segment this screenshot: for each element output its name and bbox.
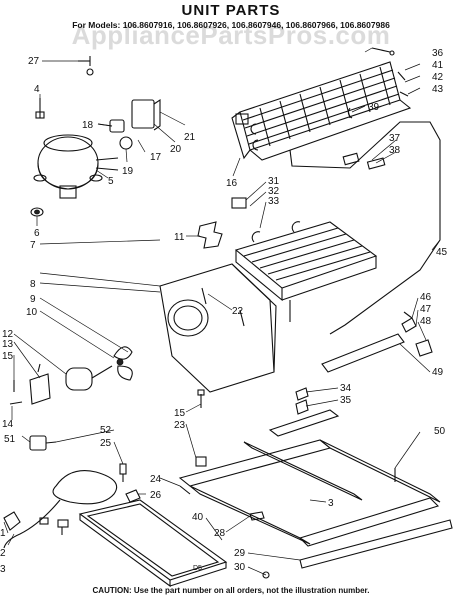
callout-31: 31 [268,176,280,187]
callout-labels: 27 4 18 17 19 20 21 5 6 16 36 41 42 43 3… [0,48,448,575]
callout-15: 15 [2,351,14,362]
callout-1: 1 [0,528,6,539]
fan-shroud[interactable] [159,263,277,393]
model-list: For Models: 106.8607916, 106.8607926, 10… [72,20,390,30]
callout-37: 37 [389,133,401,144]
callout-46: 46 [420,292,432,303]
caution-note: CAUTION: Use the part number on all orde… [92,586,370,595]
callout-20: 20 [170,144,182,155]
refrigerant-tubing[interactable] [289,107,441,335]
callout-12: 12 [2,329,14,340]
wire-clips[interactable] [119,463,141,503]
callout-17: 17 [150,152,162,163]
callout-2: 2 [0,548,6,559]
callout-27: 27 [28,56,40,67]
callout-33: 33 [268,196,280,207]
callout-21: 21 [184,132,196,143]
drawing-code: D5 [193,565,202,572]
evaporator-bracket[interactable] [197,221,223,249]
callout-36: 36 [432,48,444,59]
callout-23: 23 [174,420,186,431]
callout-10: 10 [26,307,38,318]
fan-screws[interactable] [9,380,205,408]
callout-3b: 3 [328,498,334,509]
callout-19: 19 [122,166,134,177]
screw-4[interactable] [35,98,45,119]
callout-13: 13 [2,339,14,350]
screw-27[interactable] [78,56,94,76]
leader-lines [3,47,441,576]
callout-7: 7 [30,240,36,251]
callout-50: 50 [434,426,446,437]
condenser-fan-motor[interactable] [29,346,133,405]
callout-51: 51 [4,434,16,445]
callout-42: 42 [432,72,444,83]
callout-8: 8 [30,279,36,290]
callout-45: 45 [436,247,448,258]
callout-22: 22 [232,306,244,317]
callout-29: 29 [234,548,246,559]
callout-15b: 15 [174,408,186,419]
callout-52: 52 [100,425,112,436]
evaporator-coil[interactable] [231,197,378,322]
callout-32: 32 [268,186,280,197]
grommet[interactable] [30,207,44,217]
condenser-coil[interactable] [231,61,412,161]
callout-24: 24 [150,474,162,485]
callout-35: 35 [340,395,352,406]
base-frame[interactable] [178,409,453,569]
callout-18: 18 [82,120,94,131]
callout-5: 5 [108,176,114,187]
callout-6: 6 [34,228,40,239]
frame-clips[interactable] [195,387,309,579]
callout-40: 40 [192,512,204,523]
callout-4: 4 [34,84,40,95]
relay-overload[interactable] [97,98,161,150]
callout-25: 25 [100,438,112,449]
callout-9: 9 [30,294,36,305]
callout-48: 48 [420,316,432,327]
callout-28: 28 [214,528,226,539]
callout-16: 16 [226,178,238,189]
callout-3: 3 [0,564,6,575]
power-cord[interactable] [3,435,118,549]
dryer-filter[interactable] [321,311,433,373]
callout-43: 43 [432,84,444,95]
callout-38: 38 [389,145,401,156]
callout-49: 49 [432,367,444,378]
drain-pan[interactable] [78,499,228,588]
callout-14: 14 [2,419,14,430]
callout-26: 26 [150,490,162,501]
callout-11: 11 [174,232,185,243]
callout-34: 34 [340,383,352,394]
page-title: UNIT PARTS [181,2,281,19]
callout-39: 39 [368,102,380,113]
condenser-screws[interactable] [371,47,409,97]
callout-47: 47 [420,304,432,315]
callout-30: 30 [234,562,246,573]
compressor[interactable] [33,134,119,199]
callout-41: 41 [432,60,444,71]
